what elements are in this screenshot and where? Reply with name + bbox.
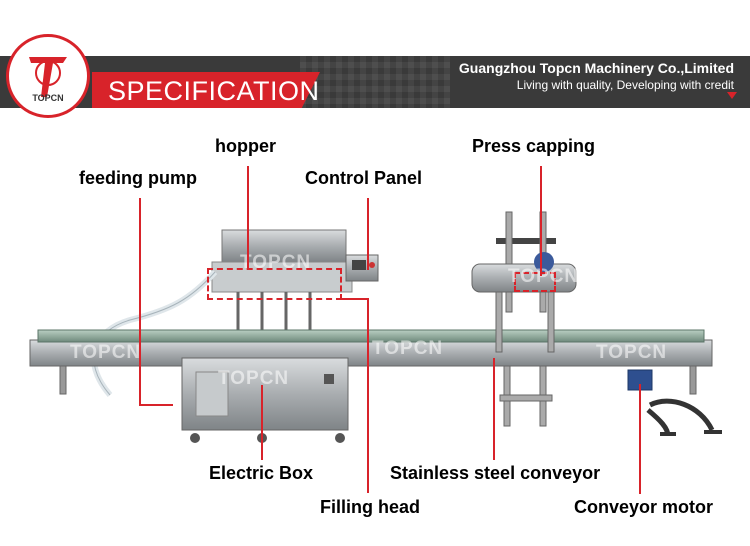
- specification-banner: [92, 72, 320, 108]
- logo-text: TOPCN: [32, 93, 63, 103]
- feeding-pump-label: feeding pump: [79, 168, 197, 188]
- page-title: SPECIFICATION: [108, 76, 320, 106]
- conveyor-motor-pointer: [639, 384, 641, 494]
- electric-box-label: Electric Box: [209, 463, 314, 483]
- conveyor-pointer: [493, 358, 495, 460]
- stainless-conveyor-label: Stainless steel conveyor: [390, 463, 601, 483]
- feeding-pump-pointer: [139, 198, 141, 406]
- filling-head-pointer-h: [342, 298, 369, 300]
- conveyor-motor-label: Conveyor motor: [574, 497, 714, 517]
- press-capping-highlight: [514, 272, 556, 292]
- press-capping-label: Press capping: [472, 136, 596, 156]
- press-capping-pointer: [540, 166, 542, 276]
- control-panel-label: Control Panel: [305, 168, 423, 188]
- company-slogan: Living with quality, Developing with cre…: [516, 78, 734, 92]
- topcn-logo: TOPCN: [6, 34, 90, 118]
- watermark: TOPCN: [70, 342, 142, 363]
- conveyor-frame: [29, 339, 713, 367]
- filling-head-highlight: [207, 268, 342, 300]
- filling-head-pointer: [367, 298, 369, 493]
- capping-head: [471, 263, 577, 293]
- feeding-pump-pointer-h: [139, 404, 173, 406]
- watermark: TOPCN: [240, 252, 312, 273]
- hopper-pointer: [247, 166, 249, 270]
- watermark: TOPCN: [508, 266, 580, 287]
- watermark: TOPCN: [218, 368, 290, 389]
- watermark: TOPCN: [596, 342, 668, 363]
- watermark: TOPCN: [372, 338, 444, 359]
- triangle-icon: [727, 92, 737, 99]
- hopper-label: hopper: [215, 136, 276, 156]
- filling-head-label: Filling head: [320, 497, 421, 517]
- control-panel-pointer: [367, 198, 369, 270]
- electric-box-pointer: [261, 385, 263, 460]
- company-name: Guangzhou Topcn Machinery Co.,Limited: [458, 60, 734, 76]
